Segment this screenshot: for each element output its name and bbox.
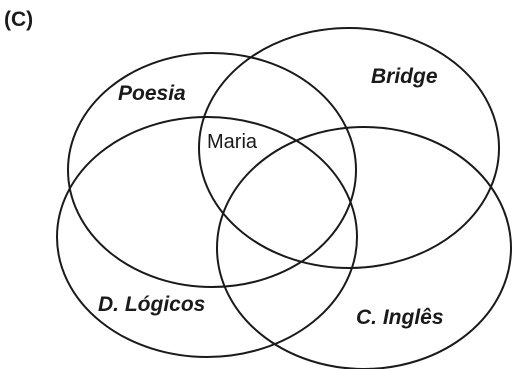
set-label-bridge: Bridge	[371, 65, 438, 88]
set-poesia-ellipse	[67, 52, 357, 288]
set-bridge-ellipse	[198, 27, 500, 269]
set-label-poesia: Poesia	[118, 82, 186, 105]
set-d-logicos-ellipse	[56, 116, 358, 358]
set-c-ingles-ellipse	[216, 126, 512, 369]
element-label-maria: Maria	[207, 131, 258, 153]
set-label-d-logicos: D. Lógicos	[98, 293, 205, 316]
set-label-c-ingles: C. Inglês	[356, 306, 444, 329]
panel-label: (C)	[4, 8, 33, 31]
